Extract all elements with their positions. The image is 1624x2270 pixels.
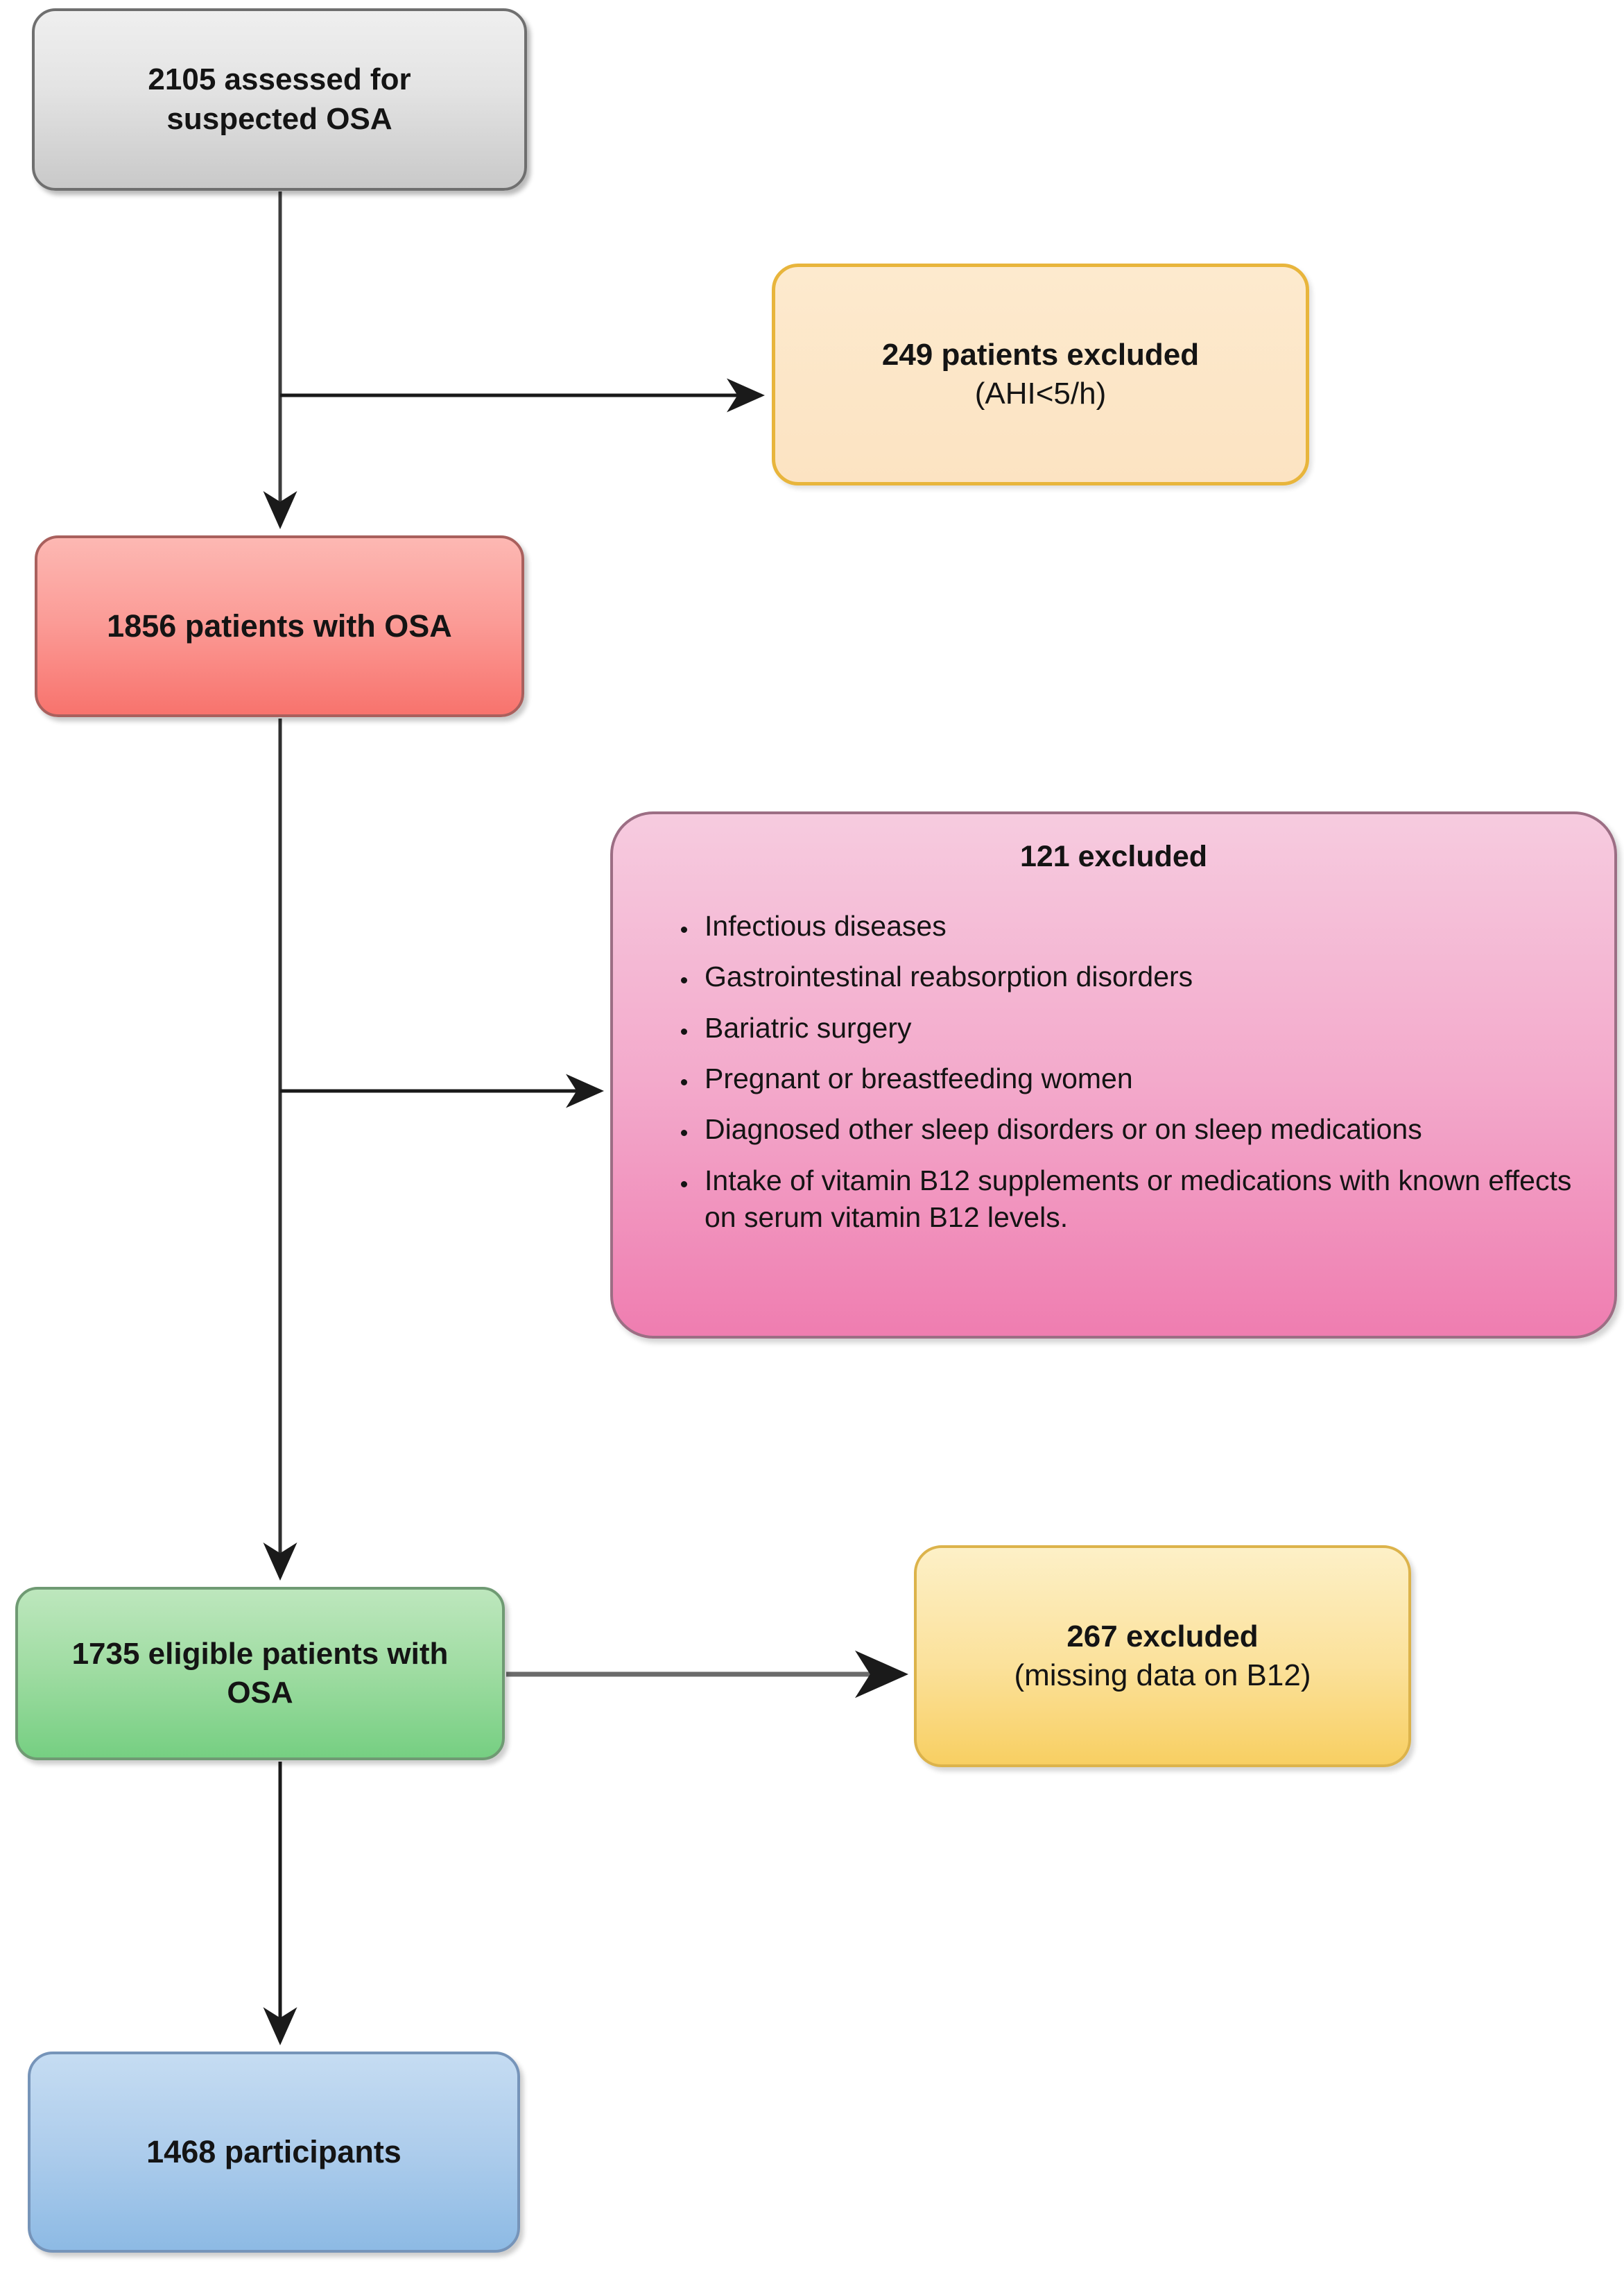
node-excluded-b12-count: 267 excluded	[1066, 1619, 1259, 1653]
node-excluded-121[interactable]: 121 excluded Infectious diseases Gastroi…	[610, 811, 1617, 1339]
node-excluded-b12-reason: (missing data on B12)	[1014, 1658, 1311, 1692]
list-item: Bariatric surgery	[698, 1010, 1584, 1047]
node-final-participants[interactable]: 1468 participants	[28, 2052, 520, 2253]
node-participants-label: 1468 participants	[146, 2134, 401, 2170]
node-eligible-line1: 1735 eligible patients with	[71, 1636, 449, 1671]
node-excluded-ahi-count: 249 patients excluded	[881, 337, 1200, 372]
node-assessed-line1: 2105 assessed for	[148, 62, 411, 97]
list-item: Infectious diseases	[698, 908, 1584, 945]
node-excluded-ahi[interactable]: 249 patients excluded (AHI<5/h)	[772, 264, 1309, 485]
list-item: Pregnant or breastfeeding women	[698, 1060, 1584, 1097]
node-osa-1856-label: 1856 patients with OSA	[107, 608, 452, 644]
node-excluded-121-header: 121 excluded	[1019, 840, 1208, 873]
node-assessed-for-osa[interactable]: 2105 assessed for suspected OSA	[32, 8, 527, 191]
node-assessed-line2: suspected OSA	[166, 101, 392, 136]
node-eligible-patients[interactable]: 1735 eligible patients with OSA	[15, 1587, 505, 1760]
list-item: Diagnosed other sleep disorders or on sl…	[698, 1111, 1584, 1148]
list-item: Gastrointestinal reabsorption disorders	[698, 958, 1584, 995]
exclusion-criteria-list: Infectious diseases Gastrointestinal rea…	[643, 908, 1584, 1250]
node-eligible-line2: OSA	[227, 1676, 293, 1710]
list-item: Intake of vitamin B12 supplements or med…	[698, 1162, 1584, 1237]
node-patients-with-osa[interactable]: 1856 patients with OSA	[35, 535, 524, 717]
node-excluded-missing-b12[interactable]: 267 excluded (missing data on B12)	[914, 1545, 1411, 1767]
node-excluded-ahi-criterion: (AHI<5/h)	[974, 377, 1107, 411]
